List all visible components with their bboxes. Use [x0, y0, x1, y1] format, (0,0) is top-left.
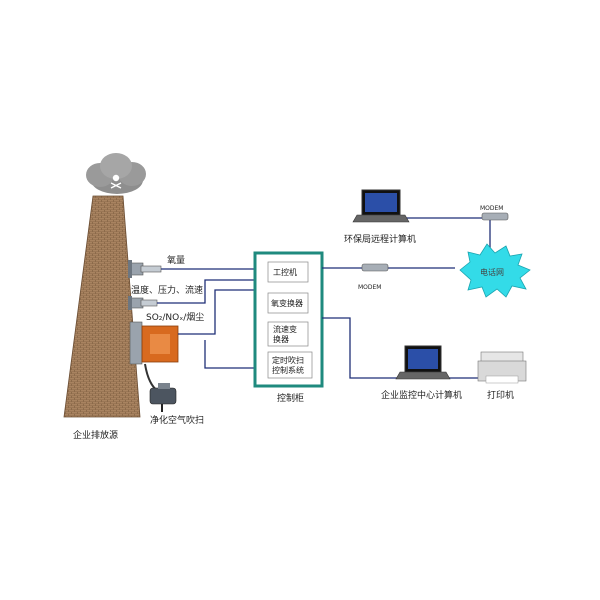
module-flow-converter-label-1: 流速变: [273, 324, 297, 334]
label-modem-mid: MODEM: [358, 284, 382, 291]
module-purge-control-label-2: 控制系统: [272, 365, 304, 375]
modem-top-icon: [481, 212, 509, 221]
label-clean-air-purge: 净化空气吹扫: [150, 414, 204, 426]
oxygen-probe-icon: [128, 260, 162, 278]
module-oxygen-converter-label: 氧变换器: [271, 298, 303, 308]
modem-mid-icon: [361, 263, 389, 272]
wire-flow: [157, 279, 255, 304]
label-so-no-dust: SO₂/NOₓ/烟尘: [146, 311, 204, 323]
label-modem-top: MODEM: [480, 205, 504, 212]
sensor-wires: [157, 268, 255, 369]
telephone-network-icon: [459, 243, 531, 298]
label-enterprise-monitor-computer: 企业监控中心计算机: [381, 389, 462, 401]
label-temp-pressure-flow: 温度、压力、流速: [131, 284, 203, 296]
cabinet-module-ipc: 工控机: [267, 261, 309, 283]
purge-unit-icon: [149, 383, 177, 412]
wire-cabinet-monitor: [322, 317, 398, 379]
label-epb-remote-computer: 环保局远程计算机: [344, 233, 416, 245]
label-enterprise-source: 企业排放源: [73, 429, 118, 441]
wire-analyzer: [178, 289, 255, 335]
chimney: [63, 195, 141, 418]
module-purge-control-label-1: 定时吹扫: [272, 355, 304, 365]
printer-icon: [477, 351, 527, 384]
label-oxygen: 氧量: [167, 254, 185, 266]
control-cabinet: 工控机 氧变换器 流速变 换器 定时吹扫 控制系统: [253, 251, 324, 388]
flow-probe-icon: [128, 296, 158, 310]
wire-purge: [204, 340, 255, 369]
smoke-cloud-icon: [86, 153, 146, 194]
monitor-laptop-icon: [395, 345, 451, 380]
module-ipc-label: 工控机: [273, 267, 297, 277]
label-control-cabinet: 控制柜: [277, 392, 304, 404]
gas-analyzer-icon: [129, 321, 179, 396]
epb-laptop-icon: [352, 189, 410, 223]
label-telephone-network: 电话网: [480, 267, 504, 277]
cabinet-module-flow-converter: 流速变 换器: [267, 321, 309, 347]
cabinet-module-purge-control: 定时吹扫 控制系统: [267, 351, 313, 379]
label-printer: 打印机: [487, 389, 514, 401]
module-flow-converter-label-2: 换器: [273, 334, 289, 344]
cabinet-module-oxygen-converter: 氧变换器: [267, 292, 309, 314]
